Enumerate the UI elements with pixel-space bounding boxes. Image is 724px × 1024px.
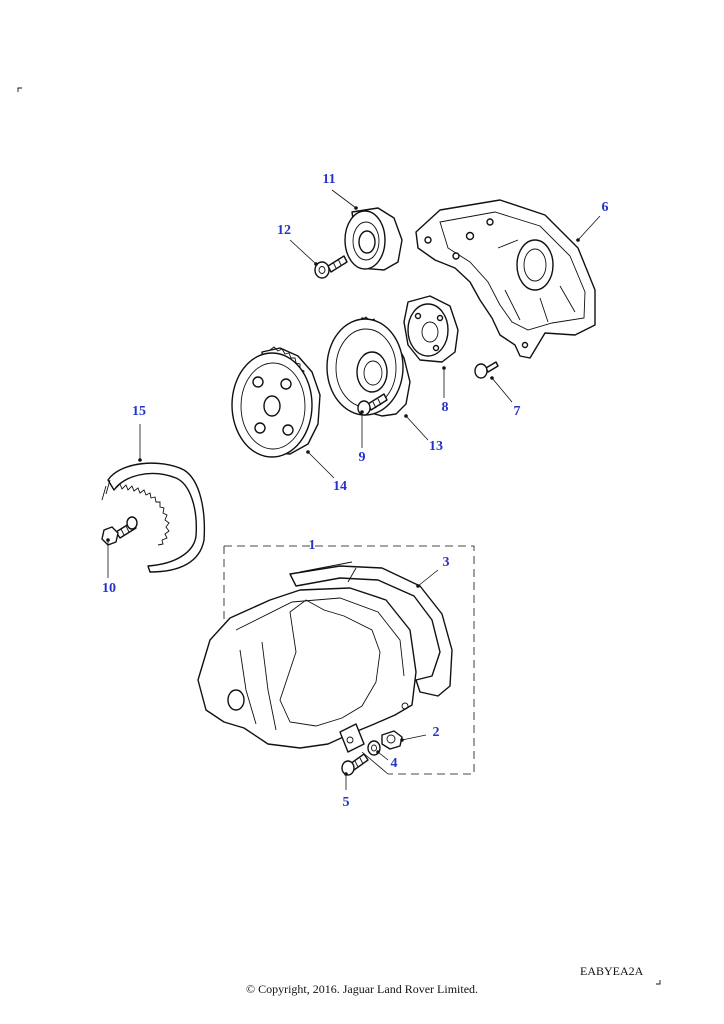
callout-10[interactable]: 10: [102, 581, 116, 596]
callout-4[interactable]: 4: [390, 756, 398, 771]
callout-11[interactable]: 11: [322, 172, 336, 187]
callout-6[interactable]: 6: [601, 200, 609, 215]
part-15-timing-belt[interactable]: [101, 462, 206, 573]
corner-mark-top-left: [17, 87, 22, 92]
callout-9[interactable]: 9: [358, 450, 366, 465]
illustration-reference-code: EABYEA2A: [580, 964, 644, 978]
callout-3[interactable]: 3: [442, 555, 450, 570]
callout-2[interactable]: 2: [432, 725, 440, 740]
callout-13[interactable]: 13: [429, 439, 443, 454]
leader-lines: [106, 189, 601, 790]
copyright-notice: © Copyright, 2016. Jaguar Land Rover Lim…: [245, 982, 479, 996]
callout-8[interactable]: 8: [441, 400, 449, 415]
part-10-bolt[interactable]: [101, 516, 138, 546]
corner-mark-bottom-right: [656, 980, 661, 985]
part-1-front-timing-cover[interactable]: [197, 587, 417, 753]
part-7-bolt[interactable]: [474, 361, 499, 379]
part-3-gasket[interactable]: [289, 561, 453, 697]
callout-12[interactable]: 12: [277, 223, 291, 238]
callout-1[interactable]: 1: [308, 538, 316, 553]
callout-15[interactable]: 15: [132, 404, 146, 419]
callout-7[interactable]: 7: [513, 404, 521, 419]
part-12-bolt[interactable]: [314, 255, 348, 279]
part-11-tensioner-pulley[interactable]: [344, 207, 403, 271]
part-14-camshaft-sprocket[interactable]: [231, 346, 321, 458]
part-13-camshaft-sprocket[interactable]: [326, 316, 411, 417]
part-8-hub-flange[interactable]: [403, 295, 459, 363]
part-6-rear-cover-plate[interactable]: [415, 199, 596, 359]
callout-14[interactable]: 14: [333, 479, 347, 494]
part-5-bolt[interactable]: [341, 753, 369, 776]
callout-5[interactable]: 5: [342, 795, 350, 810]
part-2-cap-nut[interactable]: [381, 730, 403, 750]
